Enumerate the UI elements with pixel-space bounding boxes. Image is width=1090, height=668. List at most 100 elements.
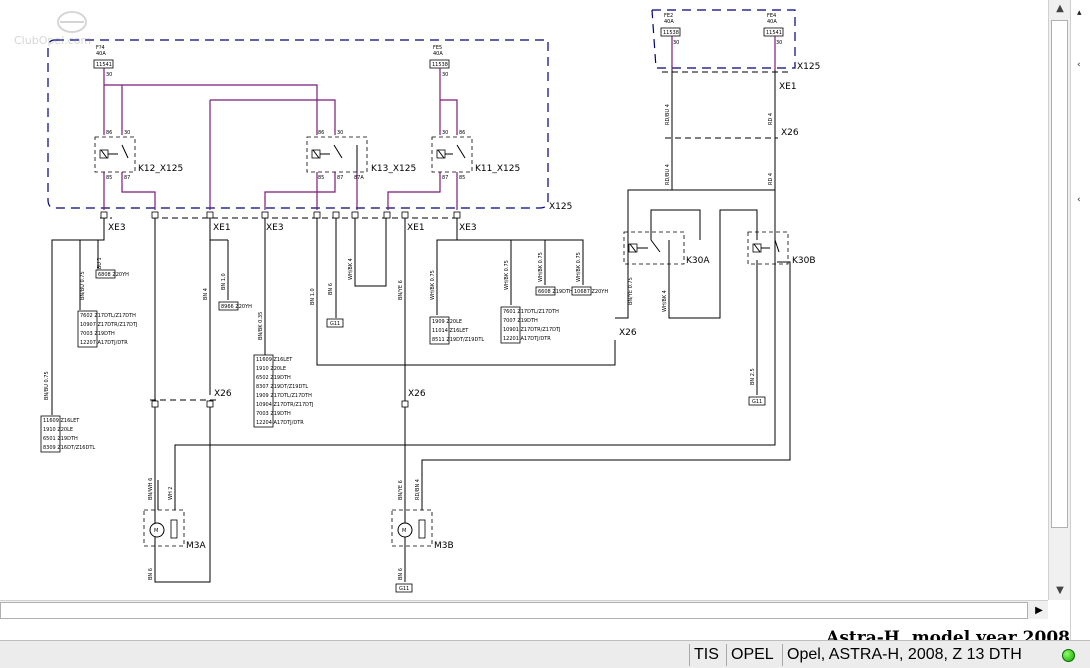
svg-text:8966 Z20YH: 8966 Z20YH <box>221 304 252 310</box>
svg-text:RD 4: RD 4 <box>768 113 774 125</box>
motor-m3b-label: M3B <box>434 541 454 551</box>
svg-text:RD/BU 4: RD/BU 4 <box>665 104 671 125</box>
scroll-up-arrow-icon[interactable]: ▲ <box>1050 0 1070 18</box>
svg-text:11538: 11538 <box>663 30 679 36</box>
svg-text:WH 2: WH 2 <box>168 487 174 500</box>
relay-k30a-label: K30A <box>686 256 710 266</box>
svg-text:RD/BN 4: RD/BN 4 <box>415 479 421 500</box>
svg-text:10687 Z20YH: 10687 Z20YH <box>574 289 608 295</box>
svg-text:40A: 40A <box>96 51 106 57</box>
relay-k30b-label: K30B <box>792 256 816 266</box>
status-bar: TIS OPEL Opel, ASTRA-H, 2008, Z 13 DTH <box>0 640 1090 668</box>
ground-points: G11 G11 G11 <box>326 318 766 593</box>
svg-text:BN 4: BN 4 <box>203 288 209 300</box>
wiring-diagram-viewport[interactable]: X125 X125 F?4 40A 11541 30 FE5 40A 11538… <box>0 0 1048 600</box>
svg-text:10901 Z17DTR/Z17DTJ: 10901 Z17DTR/Z17DTJ <box>503 327 561 333</box>
svg-text:11609 Z16LET: 11609 Z16LET <box>256 357 293 363</box>
svg-text:ClubOpel.com: ClubOpel.com <box>14 34 91 47</box>
svg-text:7003 Z19DTH: 7003 Z19DTH <box>256 411 291 417</box>
horizontal-scroll-thumb[interactable] <box>0 602 1028 619</box>
svg-text:BN 1.0: BN 1.0 <box>310 288 316 305</box>
fuse-right-b[interactable]: FE4 40A 11541 30 <box>763 13 784 46</box>
svg-text:12207 A17DTJ/DTR: 12207 A17DTJ/DTR <box>80 340 128 346</box>
vertical-scroll-thumb[interactable] <box>1051 20 1068 528</box>
wiring-diagram: X125 X125 F?4 40A 11541 30 FE5 40A 11538… <box>40 9 820 593</box>
svg-text:BN/YE 6: BN/YE 6 <box>398 480 404 500</box>
svg-text:BN 2.5: BN 2.5 <box>750 368 756 385</box>
svg-text:1910 Z20LE: 1910 Z20LE <box>43 427 73 433</box>
x125-label-main: X125 <box>549 202 572 212</box>
svg-text:11541: 11541 <box>766 30 782 36</box>
svg-text:FE5: FE5 <box>433 45 442 51</box>
svg-text:8511 Z19DT/Z19DTL: 8511 Z19DT/Z19DTL <box>432 337 484 343</box>
svg-text:M: M <box>154 528 158 534</box>
status-vehicle: Opel, ASTRA-H, 2008, Z 13 DTH <box>782 644 1059 666</box>
horizontal-scrollbar[interactable]: ▶ <box>0 600 1048 620</box>
vertical-scrollbar[interactable]: ▲ ▼ <box>1048 0 1071 600</box>
x125-label-top: X125 <box>797 62 820 72</box>
svg-text:40A: 40A <box>664 19 674 25</box>
svg-text:1909 Z17DTL/Z17DTH: 1909 Z17DTL/Z17DTH <box>256 393 312 399</box>
x125-boundary-main: X125 <box>47 39 572 212</box>
engine-code-table-1: 11609 Z16LET 1910 Z20LE 6501 Z19DTH 8309… <box>40 415 95 453</box>
relay-k30b[interactable]: K30B <box>747 231 816 266</box>
fuse-right-a[interactable]: FE2 40A 11538 30 <box>660 13 681 46</box>
engine-code-single-3: 6608 Z19DTH <box>535 286 573 296</box>
svg-text:1909 Z20LE: 1909 Z20LE <box>432 319 462 325</box>
svg-text:40A: 40A <box>767 19 777 25</box>
svg-text:BN 6: BN 6 <box>148 568 154 580</box>
page-title-peek: Astra-H, model year 2008 <box>826 628 1070 640</box>
svg-text:BN/BK 0.35: BN/BK 0.35 <box>258 312 264 340</box>
relay-k30a[interactable]: K30A <box>623 231 710 266</box>
relay-k12-label: K12_X125 <box>138 164 183 174</box>
scroll-right-arrow-icon[interactable]: ▶ <box>1035 605 1043 616</box>
svg-text:F?4: F?4 <box>96 45 105 51</box>
svg-text:87: 87 <box>337 175 343 181</box>
status-tis: TIS <box>689 644 728 666</box>
motor-m3a[interactable]: M M3A <box>143 509 206 551</box>
watermark-logo: ClubOpel.com <box>14 11 91 47</box>
engine-code-single-1: 6808 Z20YH <box>95 269 129 279</box>
relay-k11-label: K11_X125 <box>475 164 520 174</box>
svg-text:86: 86 <box>459 130 465 136</box>
svg-text:30: 30 <box>106 72 112 78</box>
pane-edge-mark-icon: ‹ <box>1077 195 1081 205</box>
svg-text:RD/BU 4: RD/BU 4 <box>665 164 671 185</box>
svg-text:8307 Z19DT/Z19DTL: 8307 Z19DT/Z19DTL <box>256 384 308 390</box>
svg-text:BN/BU 1: BN/BU 1 <box>97 257 103 278</box>
svg-text:12204 A17DTJ/DTR: 12204 A17DTJ/DTR <box>256 420 304 426</box>
svg-text:85: 85 <box>318 175 324 181</box>
svg-text:FE2: FE2 <box>664 13 673 19</box>
svg-text:7003 Z19DTH: 7003 Z19DTH <box>80 331 115 337</box>
x26-left-label: X26 <box>214 389 232 399</box>
motor-m3b[interactable]: M M3B <box>391 509 454 551</box>
svg-text:BN 6: BN 6 <box>328 283 334 295</box>
x26-connectors: X26 X26 X26 <box>150 328 637 408</box>
svg-text:WH/BK 0.75: WH/BK 0.75 <box>576 252 582 282</box>
x125-boundary-top: X125 <box>651 9 820 72</box>
status-brand: OPEL <box>726 644 783 666</box>
svg-text:G11: G11 <box>752 399 762 405</box>
svg-text:BN/YE 6: BN/YE 6 <box>398 280 404 300</box>
svg-text:12201 A17DTJ/DTR: 12201 A17DTJ/DTR <box>503 336 551 342</box>
svg-text:BN/YE 0.75: BN/YE 0.75 <box>628 277 634 305</box>
scroll-down-arrow-icon[interactable]: ▼ <box>1050 582 1070 600</box>
motor-m3a-label: M3A <box>186 541 206 551</box>
svg-text:6502 Z19DTH: 6502 Z19DTH <box>256 375 291 381</box>
svg-text:BN/BU 0.75: BN/BU 0.75 <box>44 371 50 400</box>
svg-text:11014 Z16LET: 11014 Z16LET <box>432 328 469 334</box>
svg-text:30: 30 <box>124 130 130 136</box>
connection-status-icon <box>1062 649 1075 662</box>
pane-edge-mark-icon: ▴ <box>1077 8 1082 18</box>
adjacent-pane-edge: ▴ ‹ ‹ <box>1070 0 1090 640</box>
svg-text:30: 30 <box>337 130 343 136</box>
svg-text:WH/BK 0.75: WH/BK 0.75 <box>430 270 436 300</box>
xe1-label-a: XE1 <box>213 223 231 233</box>
svg-text:6501 Z19DTH: 6501 Z19DTH <box>43 436 78 442</box>
connector-top-right: XE1 X26 <box>662 71 799 139</box>
power-wiring <box>103 36 776 210</box>
svg-text:87: 87 <box>442 175 448 181</box>
